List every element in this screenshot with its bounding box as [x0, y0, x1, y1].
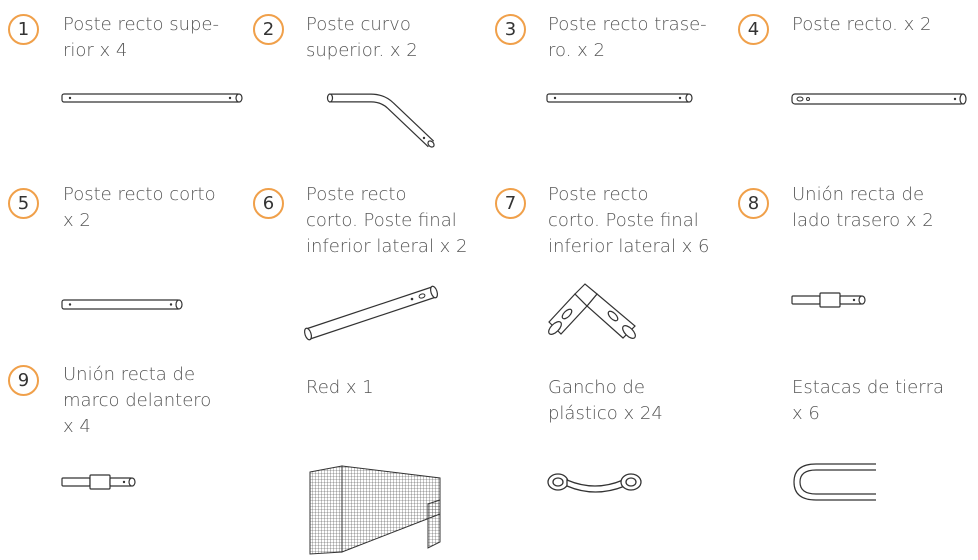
part-label-line: corto. Poste final	[548, 210, 699, 231]
part-label-stake: Estacas de tierra x 6	[792, 375, 944, 427]
straight-pole-icon	[545, 92, 695, 106]
part-label-line: Gancho de	[548, 377, 645, 398]
part-label-line: marco delantero	[63, 390, 212, 411]
part-label-line: Poste recto	[548, 184, 649, 205]
part-label-line: x 6	[792, 403, 820, 424]
part-number-badge-7: 7	[495, 188, 526, 219]
part-label-3: Poste recto trase- ro. x 2	[548, 12, 707, 64]
part-label-line: rior x 4	[63, 40, 128, 61]
curved-pole-icon	[325, 92, 445, 154]
part-label-line: Poste curvo	[306, 14, 411, 35]
part-number-badge-1: 1	[8, 14, 39, 45]
part-label-line: x 2	[63, 210, 91, 231]
part-number-badge-9: 9	[8, 365, 39, 396]
corner-connector-icon	[545, 280, 640, 342]
part-label-6: Poste recto corto. Poste final inferior …	[306, 182, 468, 260]
part-number-badge-3: 3	[495, 14, 526, 45]
part-label-line: inferior lateral x 2	[306, 236, 468, 257]
connector-joint-icon	[60, 472, 140, 492]
angled-pole-icon	[300, 284, 445, 346]
part-label-line: ro. x 2	[548, 40, 605, 61]
part-label-9: Unión recta de marco delantero x 4	[63, 362, 211, 440]
part-number-badge-6: 6	[253, 188, 284, 219]
part-label-hook: Gancho de plástico x 24	[548, 375, 663, 427]
straight-pole-icon	[790, 92, 970, 108]
part-label-line: Unión recta de	[63, 364, 196, 385]
part-label-line: corto. Poste final	[306, 210, 457, 231]
straight-pole-icon	[60, 92, 245, 106]
part-number-badge-5: 5	[8, 188, 39, 219]
part-label-4: Poste recto. x 2	[792, 12, 931, 38]
part-label-line: Poste recto corto	[63, 184, 216, 205]
part-label-line: Poste recto trase-	[548, 14, 707, 35]
part-label-line: lado trasero x 2	[792, 210, 934, 231]
part-label-8: Unión recta de lado trasero x 2	[792, 182, 934, 234]
part-label-line: Estacas de tierra	[792, 377, 945, 398]
part-label-1: Poste recto supe- rior x 4	[63, 12, 219, 64]
part-label-line: Poste recto	[306, 184, 407, 205]
part-label-line: Poste recto. x 2	[792, 14, 932, 35]
short-pole-icon	[60, 298, 185, 312]
plastic-hook-icon	[545, 468, 645, 500]
part-label-line: x 4	[63, 416, 91, 437]
part-label-7: Poste recto corto. Poste final inferior …	[548, 182, 710, 260]
part-label-line: plástico x 24	[548, 403, 663, 424]
part-number-badge-8: 8	[738, 188, 769, 219]
part-label-net: Red x 1	[306, 375, 374, 401]
part-number-badge-2: 2	[253, 14, 284, 45]
part-label-line: Poste recto supe-	[63, 14, 220, 35]
part-label-line: Unión recta de	[792, 184, 925, 205]
part-label-line: superior. x 2	[306, 40, 418, 61]
part-label-line: inferior lateral x 6	[548, 236, 710, 257]
connector-joint-icon	[790, 290, 870, 310]
part-label-5: Poste recto corto x 2	[63, 182, 216, 234]
ground-stake-icon	[790, 460, 880, 504]
net-icon	[300, 464, 445, 556]
part-label-2: Poste curvo superior. x 2	[306, 12, 418, 64]
part-number-badge-4: 4	[738, 14, 769, 45]
part-label-line: Red x 1	[306, 377, 374, 398]
